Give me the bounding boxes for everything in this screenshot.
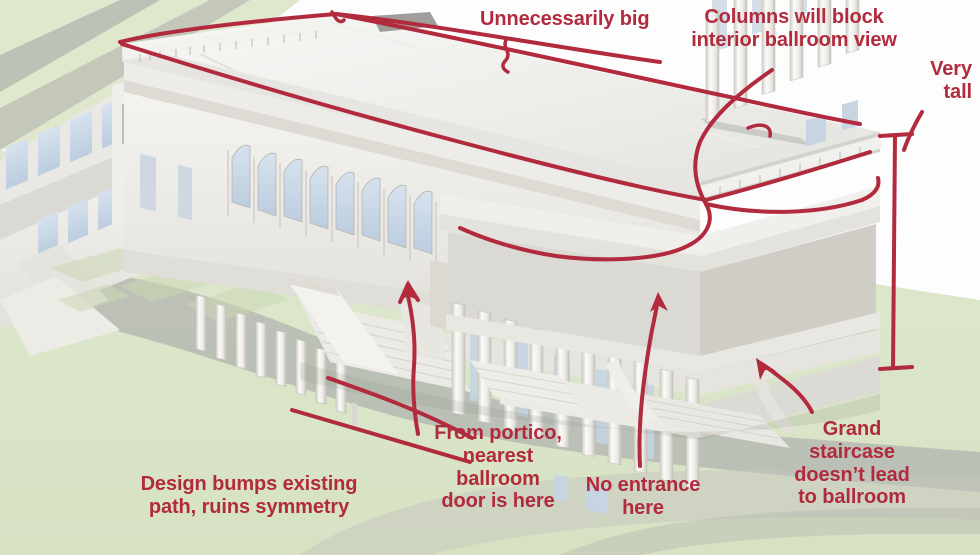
annotation-no-entrance-here: No entrance here [585,474,701,519]
colonnade [440,0,880,491]
annotation-unnecessarily-big: Unnecessarily big [480,8,650,30]
annotation-columns-will-block: Columns will block interior ballroom vie… [691,6,897,51]
portico-steps [284,260,470,430]
annotation-very-tall: Very tall [930,58,972,103]
annotation-design-bumps-path: Design bumps existing path, ruins symmet… [140,473,358,518]
annotation-grand-staircase: Grand staircase doesn’t lead to ballroom [794,418,910,509]
annotation-from-portico-ballroom-door: From portico, nearest ballroom door is h… [434,422,562,513]
